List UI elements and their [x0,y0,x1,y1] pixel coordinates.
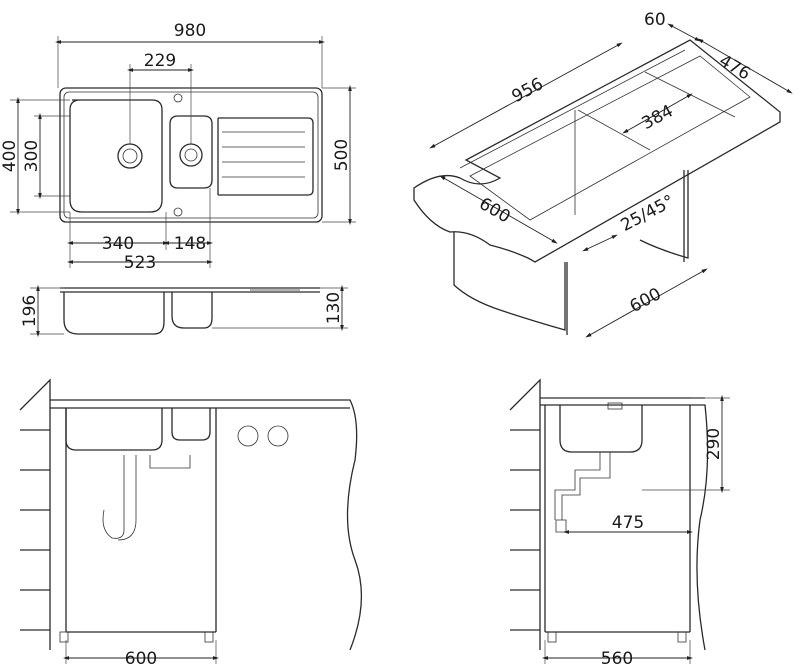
dim-148: 148 [174,234,206,254]
dim-600-front: 600 [125,649,157,669]
dim-560: 560 [601,649,633,669]
dim-980: 980 [174,21,206,41]
dim-956: 956 [509,74,547,107]
small-bowl [169,115,213,189]
drain-icon [179,143,203,167]
dim-600-cabinet: 600 [627,284,665,317]
iso-view: 956 60 476 384 600 25/45° 600 [413,10,793,338]
tap-hole-icon [173,93,183,103]
drainer-grooves [217,117,314,196]
dim-130: 130 [324,292,344,324]
dim-523: 523 [124,253,156,273]
side-profile: 196 130 [20,284,348,338]
dim-60: 60 [644,10,666,30]
dim-196: 196 [20,295,40,327]
main-bowl [69,99,163,213]
dim-340: 340 [102,234,134,254]
dim-400: 400 [0,140,20,172]
dim-300: 300 [22,140,42,172]
top-view: 980 229 400 300 500 340 148 523 [0,21,356,273]
front-install-view: 600 [19,378,363,669]
dim-500: 500 [332,139,352,171]
dim-229: 229 [144,51,176,71]
dim-475: 475 [612,513,644,533]
drain-icon [117,143,143,169]
dim-290: 290 [704,428,724,460]
side-install-view: 290 475 560 [509,378,730,669]
